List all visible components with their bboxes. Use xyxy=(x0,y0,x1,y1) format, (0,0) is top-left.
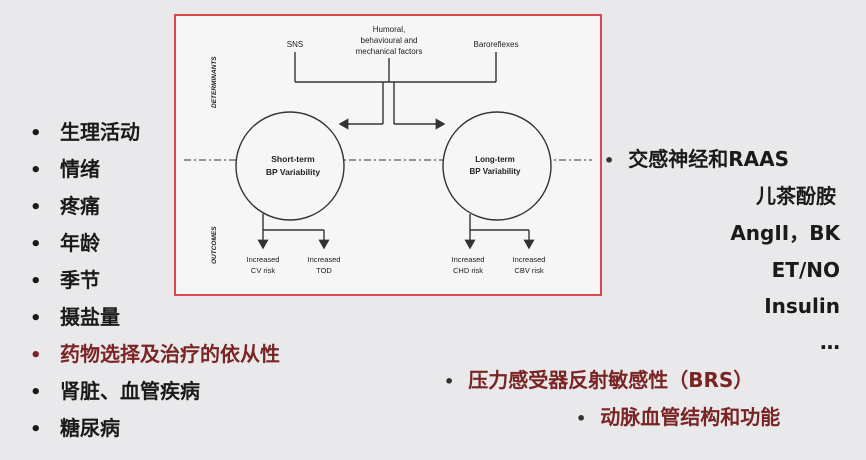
list-item: • 药物选择及治疗的依从性 xyxy=(30,336,280,373)
long-term-label-line2: BP Variability xyxy=(470,167,522,176)
cbv-risk-label-line1: Increased xyxy=(513,255,546,264)
right-item-insulin: Insulin xyxy=(764,294,840,318)
list-item-text: 年龄 xyxy=(60,231,100,255)
list-item: • 生理活动 xyxy=(30,114,280,151)
connector-lines xyxy=(294,52,497,130)
cv-risk-label-line1: Increased xyxy=(247,255,280,264)
list-item-text: 肾脏、血管疾病 xyxy=(60,379,200,403)
list-item: • 季节 xyxy=(30,262,280,299)
tod-label-line1: Increased xyxy=(308,255,341,264)
bullet-icon: • xyxy=(30,419,42,440)
bullet-icon: • xyxy=(576,409,587,428)
bullet-icon: • xyxy=(444,372,455,391)
list-item: • 摄盐量 xyxy=(30,299,280,336)
list-item: • 疼痛 xyxy=(30,188,280,225)
right-item-catecholamine: 儿茶酚胺 xyxy=(756,184,836,208)
list-item-text: 疼痛 xyxy=(60,194,100,218)
long-term-circle xyxy=(442,111,552,221)
list-item: • 肾脏、血管疾病 xyxy=(30,373,280,410)
short-term-circle xyxy=(235,111,345,221)
humoral-label-line3: mechanical factors xyxy=(356,47,423,56)
right-item-et-no: ET/NO xyxy=(771,258,840,282)
tod-label-line2: TOD xyxy=(316,266,332,275)
list-item-text: 季节 xyxy=(60,268,100,292)
right-item-vascular: • 动脉血管结构和功能 xyxy=(576,405,780,431)
bullet-icon: • xyxy=(30,308,42,329)
bullet-icon: • xyxy=(30,160,42,181)
bullet-icon: • xyxy=(604,151,615,170)
sns-label: SNS xyxy=(287,40,303,49)
right-item-raas: • 交感神经和RAAS xyxy=(604,147,789,173)
right-item-text: 动脉血管结构和功能 xyxy=(600,405,781,429)
determinants-label: DETERMINANTS xyxy=(211,56,218,108)
short-term-label-line2: BP Variability xyxy=(266,167,320,177)
baroreflexes-label: Baroreflexes xyxy=(474,40,519,49)
outcomes-label: OUTCOMES xyxy=(211,226,218,264)
left-factor-list: •生理活动 •情绪 •疼痛 •年龄 •季节 •摄盐量 •药物选择及治疗的依从性 … xyxy=(30,114,280,447)
humoral-label-line2: behavioural and xyxy=(361,36,418,45)
list-item: • 糖尿病 xyxy=(30,410,280,447)
list-item: • 年龄 xyxy=(30,225,280,262)
bullet-icon: • xyxy=(30,234,42,255)
cbv-risk-label-line2: CBV risk xyxy=(514,266,543,275)
list-item-text: 情绪 xyxy=(60,157,100,181)
chd-risk-label-line2: CHD risk xyxy=(453,266,483,275)
right-item-text: 压力感受器反射敏感性（BRS） xyxy=(468,368,754,392)
list-item-text: 生理活动 xyxy=(60,120,140,144)
cv-risk-label-line2: CV risk xyxy=(251,266,275,275)
right-item-brs: • 压力感受器反射敏感性（BRS） xyxy=(444,368,753,394)
long-term-label-line1: Long-term xyxy=(475,155,515,164)
list-item-text: 糖尿病 xyxy=(60,416,120,440)
bullet-icon: • xyxy=(30,197,42,218)
bullet-icon: • xyxy=(30,382,42,403)
humoral-label-line1: Humoral, xyxy=(373,25,405,34)
right-item-ellipsis: … xyxy=(820,330,840,354)
bullet-icon: • xyxy=(30,345,42,366)
list-item-text: 摄盐量 xyxy=(60,305,120,329)
diagram-svg: SNS Humoral, behavioural and mechanical … xyxy=(184,25,592,275)
diagram-frame: SNS Humoral, behavioural and mechanical … xyxy=(174,14,602,296)
short-term-label-line1: Short-term xyxy=(271,154,315,164)
outcome-arrows xyxy=(257,214,535,250)
right-item-ang-bk: AngII，BK xyxy=(730,221,840,245)
chd-risk-label-line1: Increased xyxy=(452,255,485,264)
bullet-icon: • xyxy=(30,123,42,144)
right-item-text: 交感神经和RAAS xyxy=(628,147,789,171)
list-item: • 情绪 xyxy=(30,151,280,188)
bullet-icon: • xyxy=(30,271,42,292)
list-item-text: 药物选择及治疗的依从性 xyxy=(60,342,280,366)
